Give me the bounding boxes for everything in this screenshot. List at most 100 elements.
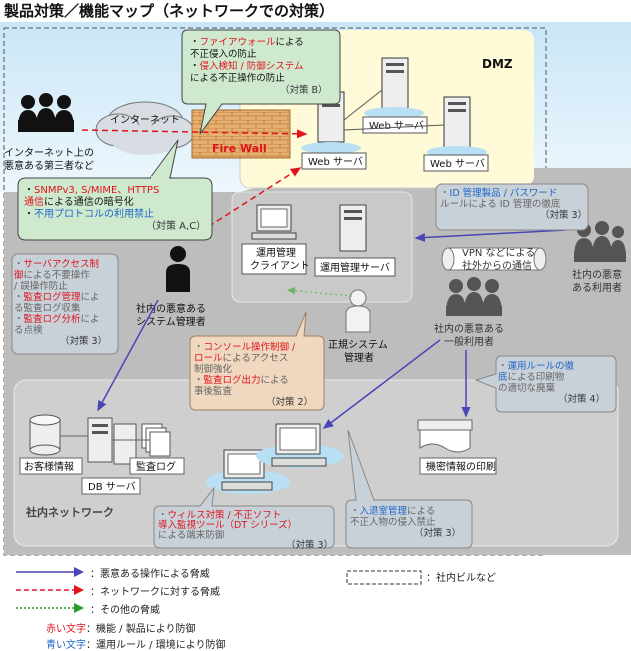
callout-segment: ID 管理製品 / パスワード — [450, 187, 558, 199]
page-title: 製品対策／機能マップ（ネットワークでの対策） — [4, 2, 335, 20]
threat-blue-remote — [414, 229, 567, 243]
customer-info-label: お客様情報 — [24, 460, 74, 473]
callout-segment: ウィルス対策 / 不正ソフト — [168, 509, 282, 521]
callout-segment: ・ — [158, 510, 168, 521]
threat-red-internet — [81, 129, 308, 139]
callout-segment: ・ — [190, 61, 200, 72]
callout-segment: 不正侵入の防止 — [190, 48, 257, 60]
callout-tag: （対策 3） — [60, 335, 107, 347]
callout-console: ・コンソール操作制御 /ロールによるアクセス制御強化・監査ログ出力による事後監査… — [189, 311, 325, 411]
callout-segment: 入退室管理 — [360, 505, 408, 517]
callout-segment: 監査ログ管理 — [24, 291, 82, 303]
callout-segment: 不正人物の侵入禁止 — [350, 516, 436, 528]
legend-red-text: 赤い文字：機能 / 製品により防御 — [46, 624, 196, 635]
malicious-remote-user-label-1: 社内の悪意 — [572, 268, 622, 281]
callout-segment: ロール — [194, 353, 223, 364]
print-label: 機密情報の印刷 — [426, 460, 496, 473]
threat-blue-admin — [97, 299, 159, 412]
callout-segment: る点検 — [14, 324, 43, 336]
dmz-label: DMZ — [482, 57, 513, 71]
callout-tag: （対策 3） — [540, 209, 587, 221]
callout-segment: コンソール操作制御 / — [204, 341, 297, 353]
callout-segment: 制御強化 — [194, 363, 233, 375]
callout-segment: 運用ルールの徹 — [508, 360, 575, 372]
vpn-tunnel: VPN などによる 社外からの通信 — [441, 247, 547, 272]
callout-segment: ファイアウォール — [200, 37, 277, 48]
callout-segment: によるアクセス — [223, 353, 289, 364]
internal-network-label: 社内ネットワーク — [25, 505, 114, 519]
callout-segment: / 誤操作防止 — [14, 280, 68, 292]
callout-segment: ・ — [498, 361, 508, 372]
legend-blue-text: 青い文字：運用ルール / 環境により防御 — [46, 640, 226, 651]
callout-segment: による不要操作 — [24, 269, 91, 281]
callout-segment: 侵入検知 / 防御システム — [200, 60, 304, 72]
legit-admin-label-2: 管理者 — [344, 351, 374, 364]
callout-tag: （対策 3） — [414, 527, 461, 539]
callout-segment: の適切な廃棄 — [498, 382, 556, 394]
callout-segment: ・ — [14, 314, 24, 325]
mgmt-client-label-1: 運用管理 — [256, 246, 296, 259]
malicious-admin-label-1: 社内の悪意ある — [136, 302, 206, 315]
callout-segment: による — [407, 506, 435, 517]
callout-segment: によ — [81, 314, 100, 325]
internet-label: インターネット — [110, 114, 180, 126]
svg-text:Web サーバ: Web サーバ — [308, 156, 363, 168]
dmz-link-1 — [343, 89, 383, 121]
callout-segment: 監査ログ出力 — [204, 374, 261, 386]
callout-segment: SNMPv3, S/MIME、HTTPS — [34, 185, 159, 196]
callout-tag: （対策 3） — [286, 539, 333, 551]
svg-text:Web サーバ: Web サーバ — [430, 158, 485, 170]
callout-access-control: ・ サーバアクセス制御による不要操作/ 誤操作防止・監査ログ管理による監査ログ収集… — [11, 253, 119, 355]
callout-segment: 導入監視ツール（DT シリーズ） — [158, 519, 297, 531]
callout-segment: による端末防御 — [158, 529, 224, 541]
db-server-icon — [87, 417, 137, 465]
audit-log-label: 監査ログ — [136, 460, 176, 473]
malicious-admin-label-2: システム管理者 — [136, 315, 206, 328]
callout-virus: ・ウィルス対策 / 不正ソフト導入監視ツール（DT シリーズ）による端末防御 （対… — [153, 486, 335, 551]
callout-segment: ・ — [350, 506, 360, 517]
callout-segment: 通信 — [24, 196, 44, 208]
callout-segment: ルールによる ID 管理の徹底 — [440, 198, 561, 210]
dmz-link-2 — [343, 124, 445, 131]
callout-segment: による — [276, 37, 304, 48]
callout-segment: る監査ログ収集 — [14, 302, 81, 314]
db-server-label: DB サーバ — [88, 481, 136, 493]
callout-segment: ・ — [14, 292, 24, 303]
callout-text-idmgmt: ・ID 管理製品 / パスワードルールによる ID 管理の徹底（対策 3） — [440, 187, 587, 221]
mgmt-server-label: 運用管理サーバ — [320, 261, 390, 274]
customer-info-icon — [29, 414, 61, 456]
malicious-user-icon — [446, 277, 502, 316]
callout-segment: ・ — [24, 185, 34, 196]
callout-segment: による通信の暗号化 — [44, 195, 134, 208]
callout-tag: （対策 4） — [558, 393, 605, 405]
legend: ：悪意ある操作による脅威 ：ネットワークに対する脅威 ：その他の脅威 赤い文字：… — [16, 567, 496, 651]
callout-id-management: ・ID 管理製品 / パスワードルールによる ID 管理の徹底（対策 3） — [435, 183, 589, 231]
callout-segment: サーバアクセス制 — [24, 258, 99, 270]
callout-firewall: ・ファイアウォールによる不正侵入の防止・侵入検知 / 防御システムによる不正操作… — [181, 29, 341, 135]
callout-segment: 不用プロトコルの利用禁止 — [34, 208, 154, 220]
callout-segment: による不正操作の防止 — [190, 72, 285, 84]
callout-segment: ・ — [24, 209, 34, 220]
callout-text-print: ・運用ルールの徹底による印刷物の適切な廃棄（対策 4） — [498, 360, 605, 405]
firewall-label: Fire Wall — [212, 142, 267, 155]
legit-admin-label-1: 正規システム — [328, 339, 388, 351]
callout-tag: （対策 A,C） — [146, 219, 206, 232]
callout-segment: による — [261, 375, 289, 386]
callout-segment: ・ — [194, 342, 204, 353]
malicious-admin-icon — [166, 246, 190, 292]
callout-tag: （対策 B） — [280, 84, 328, 96]
audit-log-icon — [141, 423, 171, 457]
callout-tag: （対策 2） — [266, 396, 313, 408]
legit-admin-icon — [345, 289, 371, 333]
callout-segment: ・ — [190, 37, 200, 48]
web-server-3: Web サーバ — [423, 96, 489, 172]
svg-text:Web サーバ: Web サーバ — [369, 120, 424, 132]
callout-segment: ・ — [194, 375, 204, 386]
callout-segment: 監査ログ分析 — [24, 313, 82, 325]
callout-segment: 事後監査 — [194, 385, 233, 397]
malicious-remote-user-label-2: ある利用者 — [572, 282, 622, 294]
malicious-user-label-1: 社内の悪意ある — [434, 322, 504, 335]
callout-segment: 御 — [14, 269, 24, 281]
threat-blue-user-terminal — [322, 339, 441, 429]
